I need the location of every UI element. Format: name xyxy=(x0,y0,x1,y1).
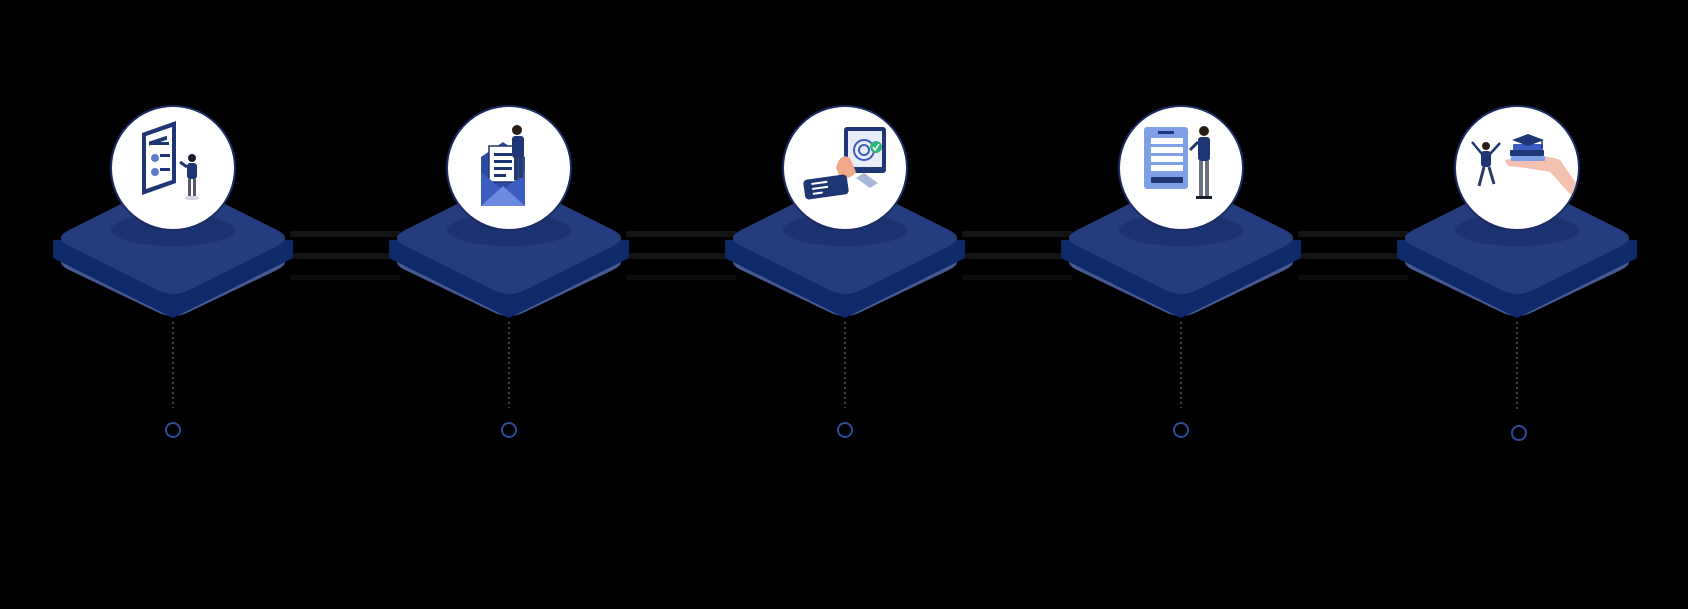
connector-bar xyxy=(290,253,400,259)
step-2 xyxy=(389,105,629,438)
step-marker xyxy=(501,422,517,438)
connector-bar xyxy=(1298,275,1408,280)
graduation-books-icon xyxy=(1471,134,1578,205)
step-5 xyxy=(1397,105,1637,441)
step-1 xyxy=(53,105,293,438)
registration-form-icon xyxy=(1144,126,1212,199)
connector-bar xyxy=(962,231,1072,237)
fingerprint-verification-icon xyxy=(803,127,886,200)
step-marker xyxy=(1511,425,1527,441)
mail-document-icon xyxy=(481,125,525,206)
platform xyxy=(53,182,293,318)
platform xyxy=(1397,182,1637,318)
connector-bar xyxy=(962,275,1072,280)
connector-bar xyxy=(626,231,736,237)
connector-bar xyxy=(1298,231,1408,237)
connector-bar xyxy=(962,253,1072,259)
platform xyxy=(1061,182,1301,318)
step-3 xyxy=(725,105,965,438)
connector-bar xyxy=(290,231,400,237)
step-marker xyxy=(165,422,181,438)
connector-bar xyxy=(1298,253,1408,259)
step-marker xyxy=(837,422,853,438)
form-board-icon xyxy=(142,121,199,200)
connector-bar xyxy=(626,275,736,280)
connector-bar xyxy=(626,253,736,259)
step-marker xyxy=(1173,422,1189,438)
connector-bars xyxy=(290,231,1408,280)
connector-bar xyxy=(290,275,400,280)
step-4 xyxy=(1061,105,1301,438)
icon-circle xyxy=(1454,105,1580,231)
